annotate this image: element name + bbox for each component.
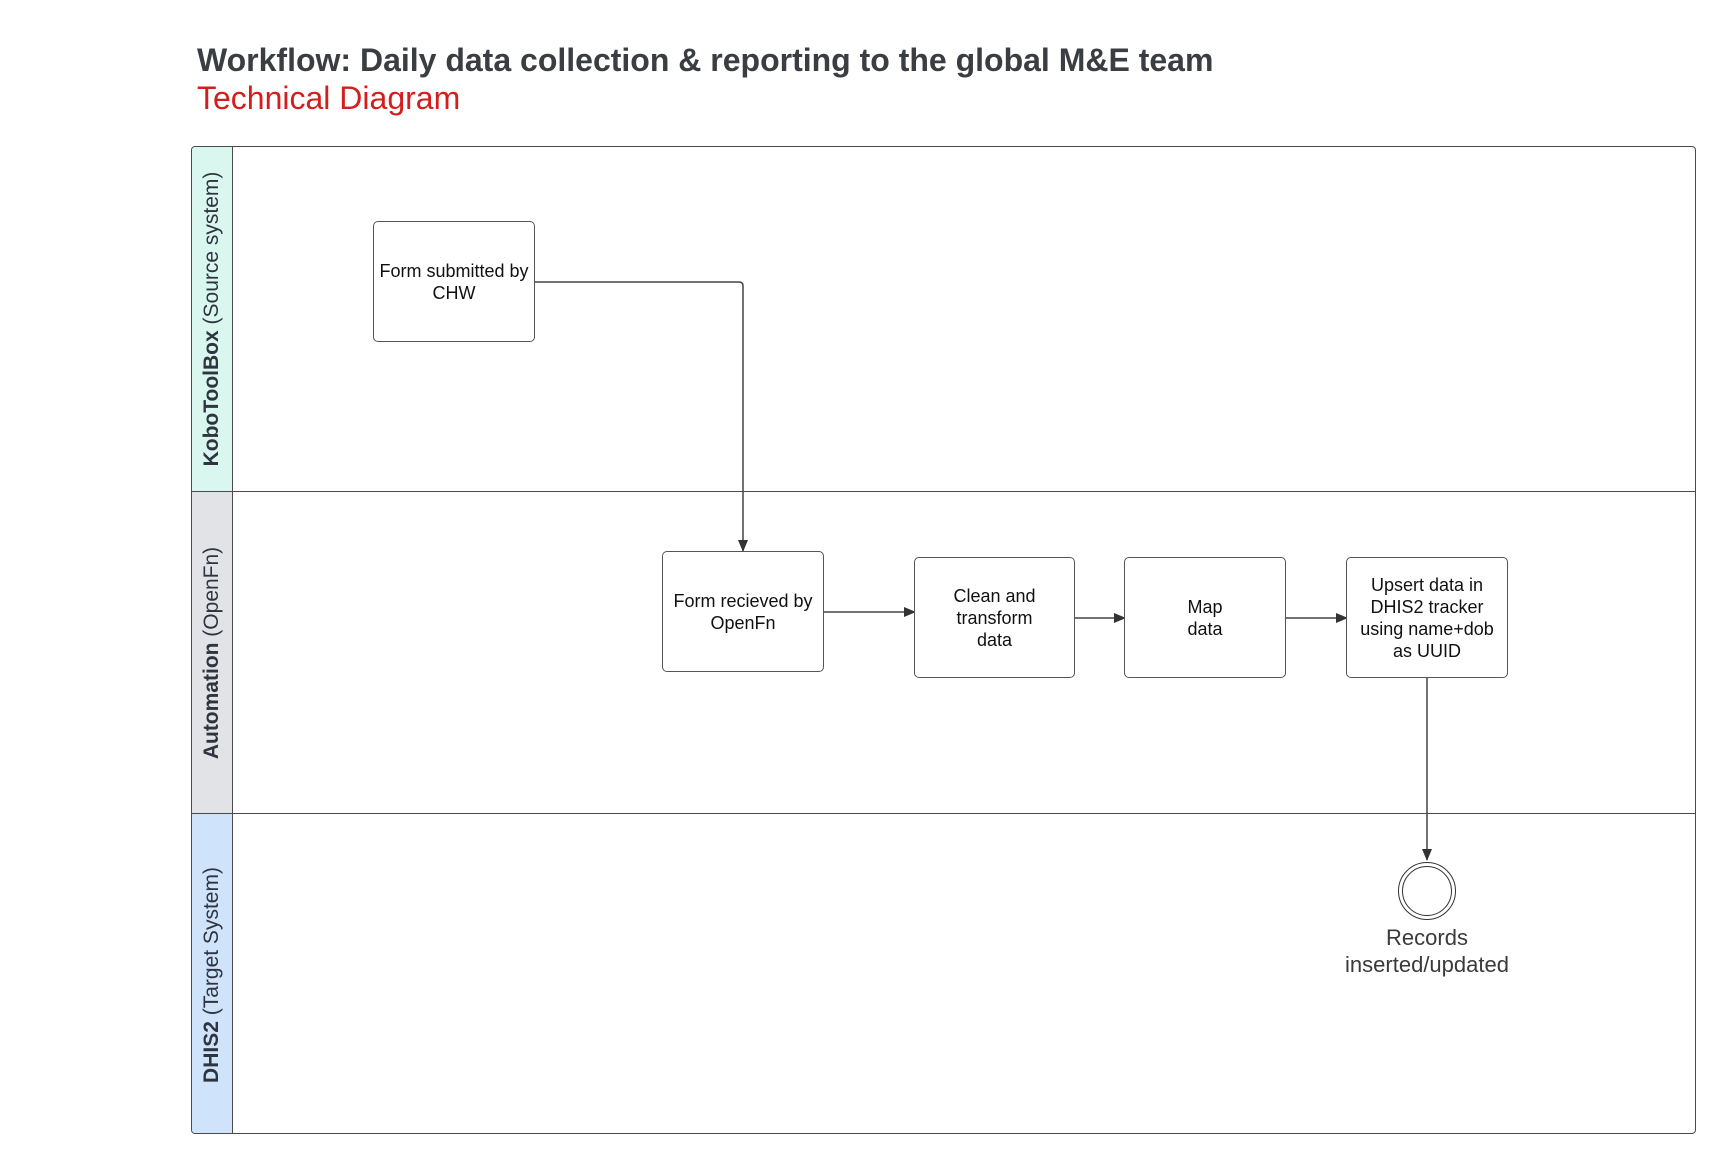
diagram-title: Workflow: Daily data collection & report… — [197, 42, 1214, 78]
task-form-received[interactable]: Form recieved by OpenFn — [662, 551, 824, 672]
task-map-data[interactable]: Map data — [1124, 557, 1286, 678]
swimlane-pool: KoboToolBox (Source system) Automation (… — [191, 146, 1696, 1134]
end-event-label: Records inserted/updated — [1345, 925, 1509, 977]
lane-label-kobotoolbox: KoboToolBox (Source system) — [200, 171, 223, 467]
lane-dhis2: DHIS2 (Target System) — [192, 813, 1695, 1133]
task-upsert-data[interactable]: Upsert data in DHIS2 tracker using name+… — [1346, 557, 1508, 678]
lane-kobotoolbox: KoboToolBox (Source system) — [192, 147, 1695, 491]
diagram-subtitle: Technical Diagram — [197, 80, 461, 116]
task-form-submitted[interactable]: Form submitted by CHW — [373, 221, 535, 342]
lane-label-automation: Automation (OpenFn) — [200, 546, 223, 759]
lane-header-automation: Automation (OpenFn) — [192, 492, 233, 813]
lane-header-dhis2: DHIS2 (Target System) — [192, 814, 233, 1133]
lane-label-dhis2: DHIS2 (Target System) — [200, 866, 223, 1083]
end-event-circle[interactable] — [1398, 862, 1456, 920]
lane-automation: Automation (OpenFn) — [192, 491, 1695, 813]
task-clean-transform[interactable]: Clean and transform data — [914, 557, 1075, 678]
lane-header-kobotoolbox: KoboToolBox (Source system) — [192, 147, 233, 491]
